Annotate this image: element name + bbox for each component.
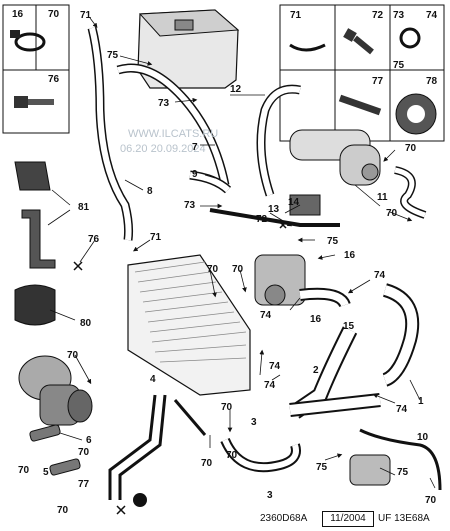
hose-2 xyxy=(290,326,358,419)
callout-70: 70 xyxy=(48,9,60,20)
callout-71-c: 71 xyxy=(150,232,162,243)
callout-76-b: 76 xyxy=(88,234,100,245)
callout-75: 75 xyxy=(107,50,119,61)
callout-74-f: 74 xyxy=(264,380,276,391)
callout-70-b: 70 xyxy=(405,143,417,154)
callout-7: 7 xyxy=(192,142,198,153)
callout-70-m: 70 xyxy=(226,450,238,461)
pipe-assembly-13 xyxy=(209,194,340,227)
callout-70-h: 70 xyxy=(18,465,30,476)
callout-16: 16 xyxy=(12,9,24,20)
callout-4: 4 xyxy=(150,374,156,385)
hose-8 xyxy=(87,26,134,241)
callout-71-box: 71 xyxy=(290,10,302,21)
plug-icon xyxy=(133,493,147,507)
callout-3-a: 3 xyxy=(251,417,257,428)
callout-3-b: 3 xyxy=(267,490,273,501)
hose-9 xyxy=(189,170,232,194)
callout-72-b: 72 xyxy=(256,214,268,225)
hose-15 xyxy=(299,287,351,308)
hose-clip-icon xyxy=(10,30,46,52)
callout-75-e: 75 xyxy=(397,467,409,478)
callout-75-d: 75 xyxy=(316,462,328,473)
bolt-icon xyxy=(338,94,382,116)
callout-80: 80 xyxy=(80,318,92,329)
hose-3 xyxy=(220,437,301,473)
diagram-uf-code: UF 13E68A xyxy=(378,513,430,524)
callout-76: 76 xyxy=(48,74,60,85)
hose-11 xyxy=(394,166,427,219)
water-pump xyxy=(18,355,93,426)
callout-16-c: 16 xyxy=(310,314,322,325)
callout-75-box: 75 xyxy=(393,60,405,71)
callout-10: 10 xyxy=(417,432,429,443)
callout-8: 8 xyxy=(147,186,153,197)
callout-77: 77 xyxy=(372,76,384,87)
thermostat-housing xyxy=(254,254,306,306)
callout-74-c: 74 xyxy=(260,310,272,321)
parts-box-right xyxy=(279,4,445,142)
watermark-line2: 06.20 20.09.2024 xyxy=(120,143,206,155)
cross-markers xyxy=(73,221,287,515)
hose-clip-icon xyxy=(289,43,326,52)
connector-6 xyxy=(29,424,81,476)
callout-labels: 16 70 76 71 75 73 7 9 8 12 71 72 73 74 7… xyxy=(12,9,438,516)
callout-70-e: 70 xyxy=(232,264,244,275)
callout-74: 74 xyxy=(426,10,438,21)
callout-9: 9 xyxy=(192,169,198,180)
diagram-ref: 2360D68A xyxy=(260,513,308,524)
callout-70-j: 70 xyxy=(57,505,69,516)
callout-70-d: 70 xyxy=(207,264,219,275)
screw-icon xyxy=(343,28,374,55)
callout-1: 1 xyxy=(418,396,424,407)
diagram-date: 11/2004 xyxy=(322,511,374,527)
callout-73: 73 xyxy=(158,98,170,109)
washer-icon xyxy=(395,93,437,135)
callout-81: 81 xyxy=(78,202,90,213)
callout-70-c: 70 xyxy=(386,208,398,219)
callout-70-k: 70 xyxy=(201,458,213,469)
callout-73-box: 73 xyxy=(393,10,405,21)
leader-lines xyxy=(47,17,436,489)
callout-72: 72 xyxy=(372,10,384,21)
callout-6: 6 xyxy=(86,435,92,446)
hose-pipe-lower xyxy=(289,393,381,417)
spring-clip-icon xyxy=(399,27,421,49)
bracket-81 xyxy=(14,161,56,326)
callout-70-l: 70 xyxy=(425,495,437,506)
cooler-10 xyxy=(349,428,442,491)
callout-15: 15 xyxy=(343,321,355,332)
heat-exchanger xyxy=(289,129,381,186)
callout-70-f: 70 xyxy=(67,350,79,361)
parts-box-left xyxy=(2,4,70,134)
callout-2: 2 xyxy=(313,365,319,376)
callout-71: 71 xyxy=(80,10,92,21)
callout-16-b: 16 xyxy=(344,250,356,261)
callout-70-i: 70 xyxy=(78,447,90,458)
callout-74-e: 74 xyxy=(396,404,408,415)
callout-5: 5 xyxy=(43,467,49,478)
callout-14: 14 xyxy=(288,197,300,208)
pipe-4 xyxy=(108,394,207,500)
callout-74-d: 74 xyxy=(269,361,281,372)
watermark-line1: WWW.ILCATS.RU xyxy=(128,128,218,140)
callout-74-b: 74 xyxy=(374,270,386,281)
callout-12: 12 xyxy=(230,84,242,95)
bolt-icon xyxy=(14,96,54,108)
hose-1 xyxy=(382,283,420,387)
callout-11: 11 xyxy=(377,192,388,203)
hose-7 xyxy=(116,63,230,186)
callout-75-c: 75 xyxy=(327,236,339,247)
callout-70-g: 70 xyxy=(221,402,233,413)
callout-73-b: 73 xyxy=(184,200,196,211)
radiator xyxy=(127,254,251,396)
callout-78: 78 xyxy=(426,76,438,87)
callout-13: 13 xyxy=(268,204,280,215)
hose-12 xyxy=(256,84,301,197)
callout-77-b: 77 xyxy=(78,479,90,490)
